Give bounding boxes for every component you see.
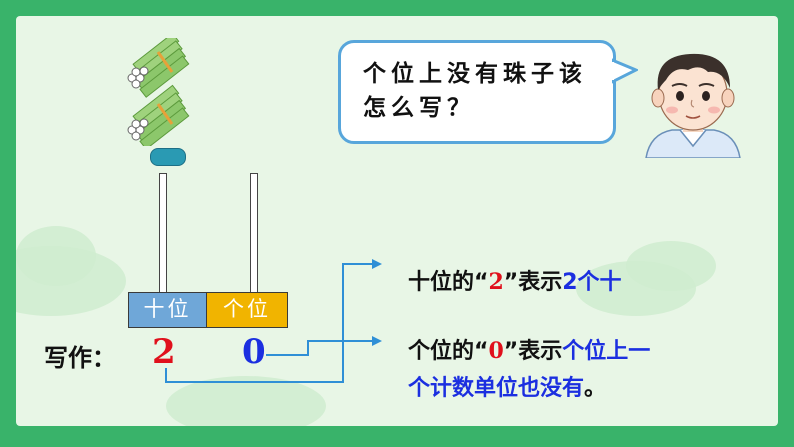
stick-bundle-1 xyxy=(127,38,190,98)
ones-statement-line1: 个位的“0”表示个位上一 xyxy=(408,333,650,365)
tens-place-label: 十位 xyxy=(128,292,207,328)
tens-connector-line xyxy=(165,263,374,383)
ones-connector-line xyxy=(266,340,374,356)
connector-arrows xyxy=(165,259,382,383)
abacus-bead xyxy=(150,148,186,166)
ones-place-label: 个位 xyxy=(206,292,288,328)
speech-bubble: 个位上没有珠子该怎么写？ xyxy=(338,40,616,144)
tens-statement-prefix: 十位的“ xyxy=(408,270,489,295)
ones-statement-end: 。 xyxy=(584,376,607,401)
ones-statement-line2: 个计数单位也没有。 xyxy=(408,370,606,402)
ones-arrow-head xyxy=(372,336,382,346)
speech-bubble-text: 个位上没有珠子该怎么写？ xyxy=(363,60,587,121)
tens-statement-middle: ”表示 xyxy=(503,270,563,295)
ones-statement-prefix: 个位的“ xyxy=(408,339,489,364)
content-panel: 十位 个位 写作： 2 0 十位的“2”表示2个十 个位的“0”表示个位上一 个… xyxy=(16,16,778,426)
boy-avatar-icon xyxy=(645,53,741,158)
stick-bundles-icon xyxy=(127,38,190,146)
ones-statement-middle: ”表示 xyxy=(503,339,563,364)
write-label: 写作： xyxy=(44,344,116,372)
tens-statement-digit: 2 xyxy=(488,269,504,295)
tens-arrow-head xyxy=(372,259,382,269)
cloud-bottom xyxy=(166,376,326,426)
tens-statement-meaning: 2个十 xyxy=(562,270,622,295)
ones-statement-meaning-2: 个计数单位也没有 xyxy=(408,376,585,401)
tens-digit: 2 xyxy=(152,332,176,372)
cloud-left-2 xyxy=(16,226,96,286)
stick-bundle-2 xyxy=(127,84,190,146)
speech-bubble-tail-icon xyxy=(612,58,638,84)
ones-statement-digit: 0 xyxy=(488,338,504,364)
ones-statement-meaning-1: 个位上一 xyxy=(562,339,651,364)
cloud-right-2 xyxy=(626,241,716,291)
tens-statement: 十位的“2”表示2个十 xyxy=(408,264,622,296)
ones-digit: 0 xyxy=(242,332,266,372)
